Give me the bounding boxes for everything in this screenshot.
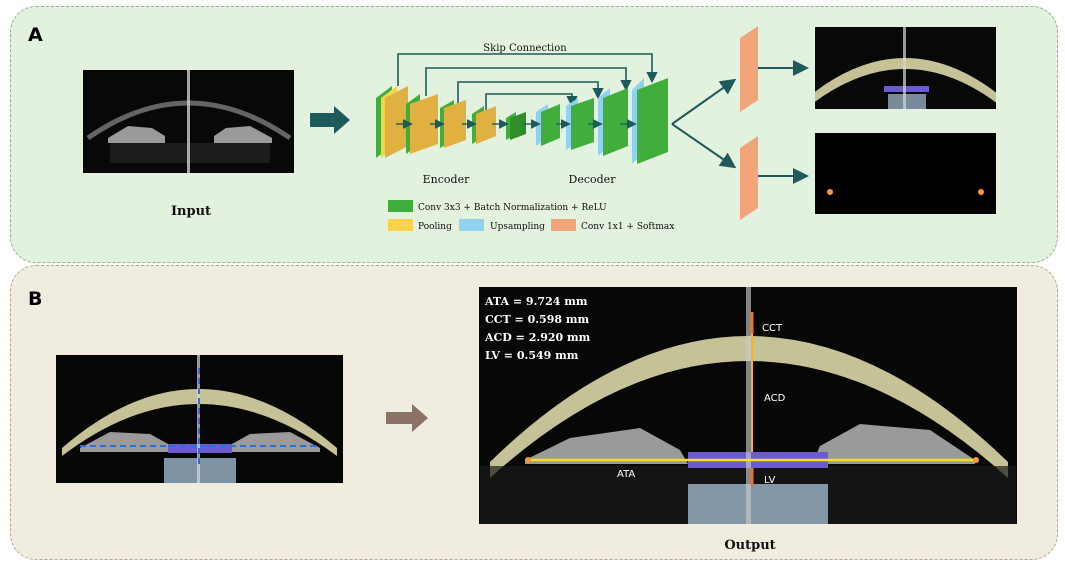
decoder-label: Decoder (569, 173, 617, 186)
legend-conv1x1-swatch (551, 219, 576, 231)
panel-a-label: A (28, 24, 43, 46)
legend-conv-swatch (388, 200, 413, 212)
ata-label: ATA (617, 469, 635, 480)
landmark-point-left (827, 189, 833, 195)
measurement-cct: CCT = 0.598 mm (485, 313, 589, 326)
acd-label: ACD (764, 393, 786, 404)
legend-pooling-label: Pooling (418, 222, 452, 232)
legend-upsampling-swatch (459, 219, 484, 231)
annotation-to-output-arrow (386, 404, 428, 432)
encoder-blocks (376, 86, 526, 158)
landmark-point-right (978, 189, 984, 195)
output-label: Output (724, 538, 775, 553)
input-oct-image (83, 70, 294, 173)
measurement-ata: ATA = 9.724 mm (484, 295, 588, 308)
measurement-output-image (479, 287, 1017, 524)
legend-conv-label: Conv 3x3 + Batch Normalization + ReLU (418, 203, 607, 213)
measurement-acd: ACD = 2.920 mm (484, 331, 591, 344)
landmark-output-image (815, 133, 996, 214)
landmark-head (740, 136, 758, 220)
legend-conv1x1-label: Conv 1x1 + Softmax (581, 222, 674, 232)
legend-pooling-swatch (388, 219, 413, 231)
input-to-network-arrow (310, 106, 350, 134)
decoder-blocks (536, 78, 668, 164)
segmentation-output-image (815, 27, 996, 109)
encoder-label: Encoder (423, 173, 470, 186)
segmentation-head (740, 26, 758, 112)
panel-b-label: B (28, 288, 43, 310)
legend: Conv 3x3 + Batch Normalization + ReLU Po… (388, 200, 674, 232)
cct-label: CCT (762, 323, 783, 334)
measurement-lv: LV = 0.549 mm (485, 349, 579, 362)
annotated-input-image (56, 355, 343, 483)
branch-arrows (671, 60, 809, 184)
input-label: Input (171, 204, 211, 219)
skip-connections (397, 53, 658, 110)
skip-connection-label: Skip Connection (483, 43, 567, 54)
lv-label: LV (764, 475, 775, 486)
legend-upsampling-label: Upsampling (490, 222, 545, 232)
